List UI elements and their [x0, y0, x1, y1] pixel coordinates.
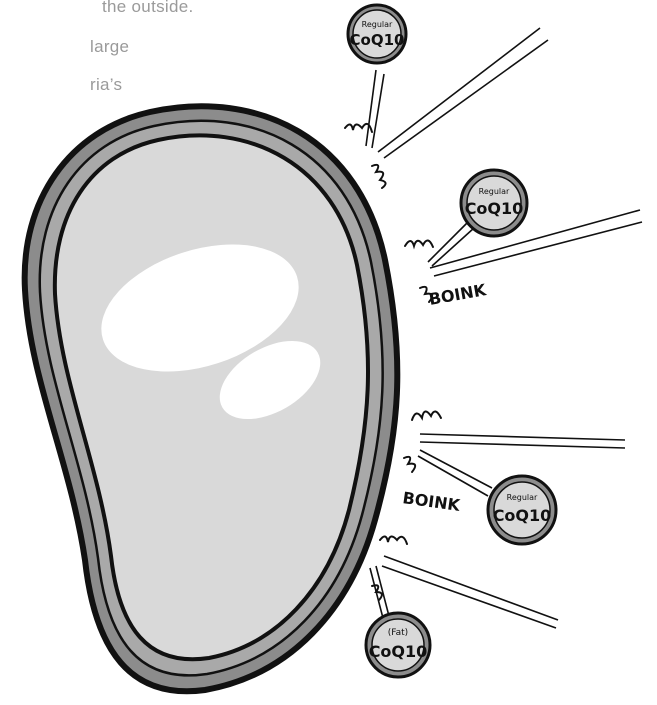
coq10-molecule-1: Regular CoQ10 [348, 5, 406, 63]
motion-line-2c [428, 220, 470, 262]
molecule-2-label-bottom: CoQ10 [465, 199, 524, 218]
coq10-molecule-2: Regular CoQ10 [461, 170, 527, 236]
molecule-2-label-top: Regular [479, 187, 510, 196]
impact-mark-3 [405, 240, 433, 247]
molecule-4-label-top: (Fat) [388, 628, 408, 638]
impact-mark-6 [404, 457, 415, 472]
motion-line-3a [420, 434, 625, 440]
coq10-molecule-3: Regular CoQ10 [488, 476, 556, 544]
impact-mark-2 [372, 165, 386, 188]
motion-line-1b [384, 40, 548, 158]
molecule-4-label-bottom: CoQ10 [369, 642, 428, 661]
coq10-molecule-4: (Fat) CoQ10 [366, 613, 430, 677]
impact-mark-7 [380, 536, 407, 544]
motion-line-3d [418, 456, 488, 496]
motion-line-2b [434, 222, 642, 276]
sound-effect-boink-1: BOINK [427, 280, 488, 309]
motion-line-2d [432, 228, 474, 266]
motion-line-3b [420, 442, 625, 448]
molecule-3-label-bottom: CoQ10 [493, 506, 552, 525]
motion-line-4a [384, 556, 558, 620]
cell-body [25, 106, 398, 691]
molecule-1-label-bottom: CoQ10 [350, 31, 405, 49]
motion-line-3c [420, 450, 492, 488]
molecule-1-label-top: Regular [362, 20, 393, 29]
impact-mark-5 [412, 411, 441, 420]
sound-effect-boink-2: BOINK [401, 488, 461, 515]
molecule-3-label-top: Regular [507, 493, 538, 502]
